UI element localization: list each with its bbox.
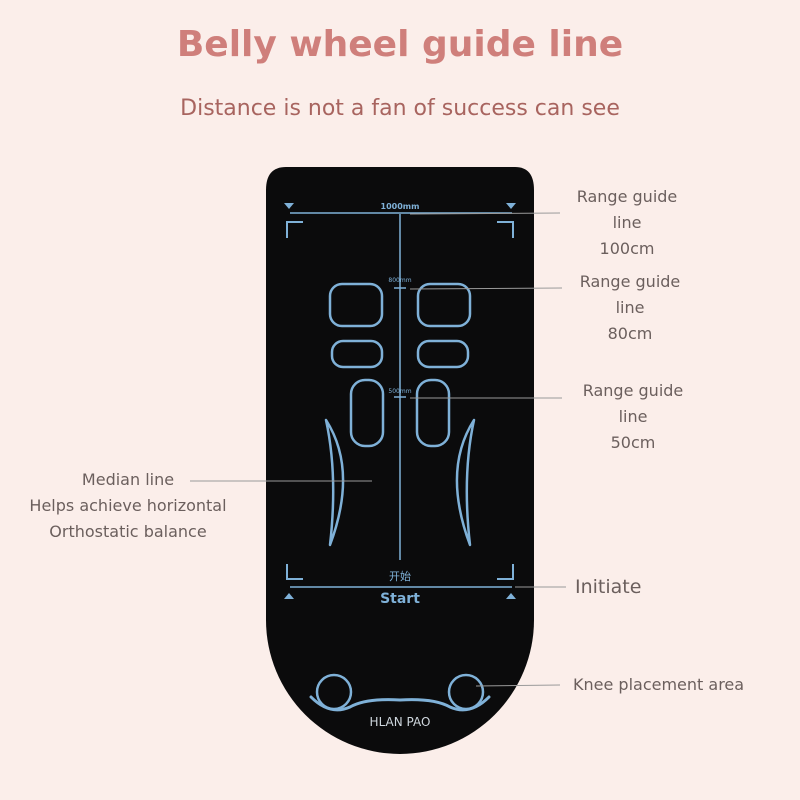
callout-range80: Range guide line 80cm xyxy=(563,269,697,347)
hand-pad-middle-left xyxy=(330,339,384,369)
hand-pad-upper-left xyxy=(328,282,384,328)
side-arc-left xyxy=(324,418,345,547)
callout-range100-value: 100cm xyxy=(599,239,655,258)
callout-range80-value: 80cm xyxy=(607,324,653,343)
corner-top-left xyxy=(286,221,303,238)
callout-initiate: Initiate xyxy=(575,576,642,598)
callout-range100: Range guide line 100cm xyxy=(560,184,694,262)
knee-pad-left xyxy=(315,673,353,711)
elbow-pad-left xyxy=(349,378,385,448)
hand-pad-upper-right xyxy=(416,282,472,328)
page-title: Belly wheel guide line xyxy=(176,24,624,65)
elbow-pad-right xyxy=(415,378,451,448)
side-arc-right xyxy=(455,418,476,547)
start-label-cn: 开始 xyxy=(389,569,411,583)
leader-range80 xyxy=(409,287,563,290)
brand-label: HLAN PAO xyxy=(370,715,431,729)
callout-range50-value: 50cm xyxy=(610,433,656,452)
callout-knee: Knee placement area xyxy=(573,675,745,694)
leader-range100 xyxy=(409,212,561,215)
bottom-right-arrow xyxy=(506,593,516,599)
top-right-arrow xyxy=(506,203,516,209)
mid-range-label: 800mm xyxy=(388,277,411,284)
corner-bottom-right xyxy=(497,564,514,580)
bottom-left-arrow xyxy=(284,593,294,599)
callout-median-line2: Helps achieve horizontal xyxy=(29,496,227,515)
top-left-arrow xyxy=(284,203,294,209)
corner-top-right xyxy=(497,221,514,238)
start-label-en: Start xyxy=(380,591,420,607)
callout-median: Median line Helps achieve horizontal Ort… xyxy=(22,467,234,545)
callout-median-line3: Orthostatic balance xyxy=(49,522,207,541)
callout-range50: Range guide line 50cm xyxy=(566,378,700,456)
knee-track xyxy=(309,695,491,712)
callout-range50-title: Range guide line xyxy=(582,381,684,426)
knee-pad-right xyxy=(447,673,485,711)
page-subtitle: Distance is not a fan of success can see xyxy=(180,96,620,121)
low-range-label: 500mm xyxy=(388,388,411,395)
leader-knee xyxy=(475,684,561,687)
hand-pad-middle-right xyxy=(416,339,470,369)
callout-range100-title: Range guide line xyxy=(576,187,678,232)
corner-bottom-left xyxy=(286,564,303,580)
top-range-label: 1000mm xyxy=(381,202,420,211)
callout-median-title: Median line xyxy=(81,470,175,489)
callout-range80-title: Range guide line xyxy=(579,272,681,317)
